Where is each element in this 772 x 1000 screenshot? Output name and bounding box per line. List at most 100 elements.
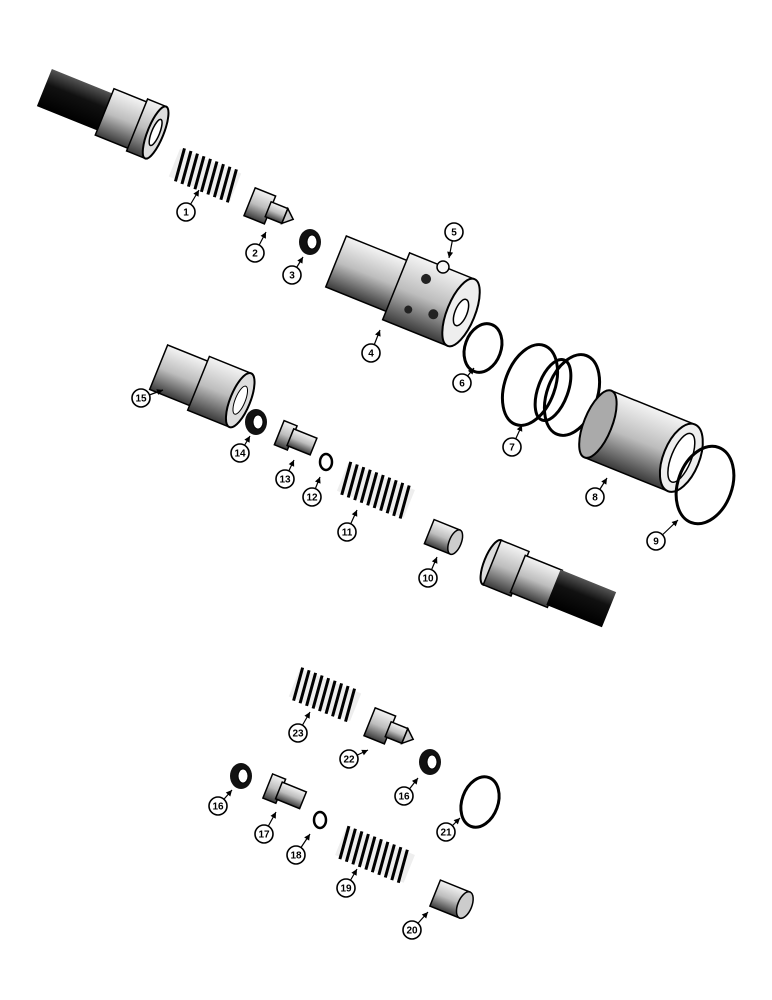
leader-arrowhead [447,251,454,258]
leader-arrowhead [304,712,310,719]
callout-c12: 12 [302,476,322,507]
callout-c3: 3 [282,256,304,285]
callout-circle [646,531,666,551]
callout-circle [275,469,295,489]
leader-arrowhead [244,436,250,443]
callout-number: 3 [289,271,295,282]
callout-c22: 22 [339,749,369,769]
callout-circle [361,343,381,363]
callout-number: 23 [292,729,304,740]
callout-number: 15 [135,394,147,405]
leader-arrowhead [421,912,428,919]
callout-circle [585,487,605,507]
callout-number: 6 [459,379,465,390]
callout-c23: 23 [288,711,311,743]
callout-number: 13 [279,475,291,486]
part-17-valve [261,772,308,810]
leader-arrowhead [156,389,163,395]
callout-number: 4 [368,349,374,360]
leader-arrowhead [225,790,232,797]
part-21-o-ring [459,775,501,829]
part-9-snap-ring [674,444,736,526]
part-22-poppet [363,706,415,745]
part-2-poppet [243,186,295,225]
part-20-guide [428,879,474,920]
leader-arrowhead [361,749,368,756]
callout-c5: 5 [444,222,464,259]
callout-c19: 19 [336,868,358,898]
callout-circle [131,388,151,408]
callout-c14: 14 [230,435,251,463]
part-12-o-ring [318,452,334,472]
part-18-o-ring [312,810,328,830]
leader-arrowhead [453,818,460,825]
leader-arrowhead [351,869,357,876]
leader-arrowhead [297,257,303,264]
callout-circle [339,749,359,769]
callout-circle [286,845,306,865]
part-19-spring [335,825,415,884]
leader-arrowhead [193,190,199,197]
callout-c6: 6 [452,367,475,393]
callout-number: 16 [398,792,410,803]
callout-number: 12 [306,493,318,504]
lower-hose-assembly [479,539,617,628]
part-14-seal [245,409,267,435]
callout-circle [208,796,228,816]
callout-circle [418,568,438,588]
callout-c17: 17 [254,811,277,844]
callout-c16b: 16 [208,789,233,816]
callout-c15: 15 [131,388,164,408]
leader-arrowhead [314,477,321,484]
callout-c7: 7 [502,424,523,457]
callout-c21: 21 [436,817,461,842]
callout-number: 8 [592,493,598,504]
callout-number: 14 [234,449,246,460]
callout-circle [337,522,357,542]
callout-circle [452,373,472,393]
callout-c11: 11 [337,509,358,542]
callout-circle [444,222,464,242]
part-15-male-body [148,343,256,429]
callout-circle [394,786,414,806]
callout-c18: 18 [286,833,311,865]
callout-circle [302,487,322,507]
part-5-ball [436,260,450,274]
callout-number: 7 [509,443,515,454]
callout-number: 2 [252,249,258,260]
part-6-o-ring [462,322,504,374]
callout-c8: 8 [585,477,608,507]
part-4-coupler-body [324,234,481,348]
leader-arrowhead [288,460,295,467]
leader-arrowhead [431,557,438,564]
callout-circle [436,822,456,842]
part-11-spring [336,461,415,519]
callout-number: 9 [653,537,659,548]
callout-c13: 13 [275,459,295,489]
callout-c20: 20 [402,911,429,940]
callout-number: 22 [343,755,355,766]
upper-hose-assembly [36,68,170,160]
part-23-spring [288,667,362,723]
callout-c16a: 16 [394,777,419,806]
leader-arrowhead [375,330,381,337]
leader-arrowhead [304,834,310,841]
leader-arrowhead [467,368,474,375]
callout-circle [230,443,250,463]
part-13-valve [273,419,318,456]
leader-arrowhead [351,510,358,517]
callout-circle [502,437,522,457]
callout-circle [245,243,265,263]
leader-arrowhead [516,425,523,432]
callout-circle [336,878,356,898]
callout-number: 21 [440,828,452,839]
part-3-seal [299,229,321,255]
leader-arrowhead [671,520,678,527]
callout-circle [288,723,308,743]
callout-number: 20 [406,926,418,937]
callout-number: 16 [212,802,224,813]
leader-arrowhead [411,778,418,785]
callout-circle [176,202,196,222]
